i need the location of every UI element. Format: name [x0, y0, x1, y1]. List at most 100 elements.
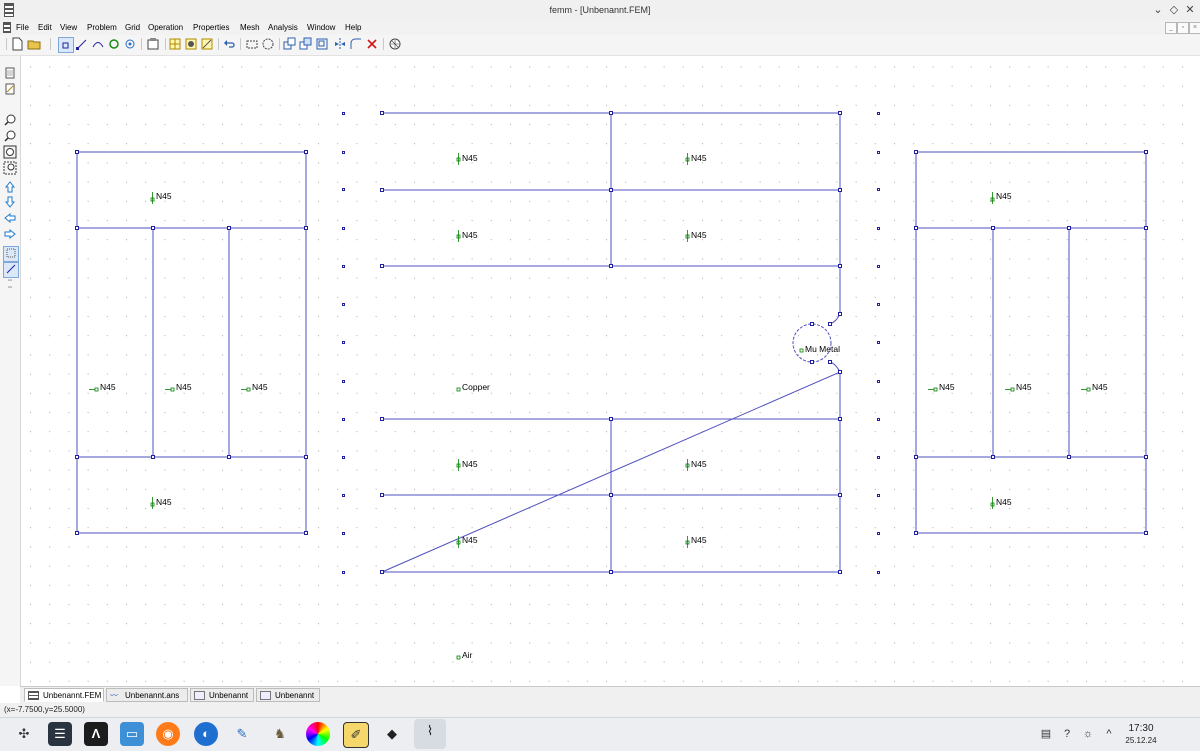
files-icon[interactable]: ▭ [120, 722, 144, 746]
zoom-out-icon[interactable] [3, 129, 17, 143]
zoom-window-icon[interactable] [3, 161, 17, 175]
text-editor-icon[interactable]: ✎ [236, 726, 248, 741]
node-mode-icon[interactable] [58, 37, 74, 53]
select-segment-icon[interactable] [3, 262, 19, 278]
tab-unbenannt-graph-1[interactable]: Unbenannt [190, 688, 254, 702]
pan-left-icon[interactable] [3, 211, 17, 225]
maximize-button[interactable]: ◇ [1169, 4, 1179, 16]
mdi-close-button[interactable]: × [1189, 22, 1200, 34]
doc-icon [3, 22, 11, 33]
delete-icon[interactable] [365, 37, 379, 51]
create-radius-icon[interactable] [349, 37, 363, 51]
block-label: N45 [996, 191, 1012, 201]
right-assembly [915, 151, 1147, 534]
show-grid-icon[interactable] [168, 37, 182, 51]
block-label: N45 [156, 191, 172, 201]
arc-mode-icon[interactable] [91, 37, 105, 51]
inkscape-icon[interactable]: Λ [84, 722, 108, 746]
menu-view[interactable]: View [60, 23, 78, 32]
block-label: N45 [462, 230, 478, 240]
zoom-in-icon[interactable] [3, 113, 17, 127]
pan-right-icon[interactable] [3, 227, 17, 241]
menu-help[interactable]: Help [345, 23, 362, 32]
view-toolbar [0, 56, 21, 686]
menu-edit[interactable]: Edit [38, 23, 52, 32]
taskbar [0, 717, 1200, 751]
femm-icon[interactable]: ⌇ [414, 719, 446, 749]
menu-operation[interactable]: Operation [148, 23, 184, 32]
block-label: N45 [176, 382, 192, 392]
pan-up-icon[interactable] [3, 180, 17, 194]
minimize-button[interactable]: ⌄ [1153, 4, 1163, 16]
graph-doc-icon [194, 691, 205, 700]
drawing-canvas[interactable]: N45 N45 N45 N45 N45 N45 N45 N45 N45 Copp… [22, 56, 1196, 686]
menu-file[interactable]: File [16, 23, 29, 32]
grid-dots [22, 56, 1196, 686]
menu-window[interactable]: Window [307, 23, 336, 32]
clipboard-icon[interactable]: ▤ [1040, 728, 1052, 740]
segment-mode-icon[interactable] [75, 37, 89, 51]
pan-down-icon[interactable] [3, 195, 17, 209]
brightness-icon[interactable]: ☼ [1082, 728, 1094, 740]
tab-unbenannt-fem[interactable]: Unbenannt.FEM [24, 688, 104, 702]
block-label: N45 [462, 153, 478, 163]
clock-date[interactable]: 25.12.24 [1125, 736, 1157, 745]
block-label: N45 [996, 497, 1012, 507]
window-title: femm - [Unbenannt.FEM] [549, 5, 651, 15]
new-file-icon[interactable] [10, 37, 24, 51]
menu-problem[interactable]: Problem [87, 23, 117, 32]
zoom-natural-icon[interactable] [3, 145, 17, 159]
hide-mesh-icon[interactable] [3, 82, 17, 96]
select-window-icon[interactable] [245, 37, 259, 51]
block-label: Copper [462, 382, 490, 392]
group-mode-icon[interactable] [123, 37, 137, 51]
expand-tray-icon[interactable]: ^ [1106, 728, 1112, 740]
undo-icon[interactable] [222, 37, 236, 51]
tab-unbenannt-graph-2[interactable]: Unbenannt [256, 688, 320, 702]
set-grid-icon[interactable] [200, 37, 214, 51]
task-manager-icon[interactable]: ☰ [48, 722, 72, 746]
block-label: N45 [100, 382, 116, 392]
mirror-icon[interactable] [333, 37, 347, 51]
femm-doc-icon [28, 691, 39, 700]
app-launcher-icon[interactable]: ✣ [18, 726, 30, 741]
tab-label: Unbenannt.FEM [43, 691, 102, 700]
title-bar [0, 0, 1200, 20]
copy-icon[interactable] [299, 37, 313, 51]
snap-grid-icon[interactable] [184, 37, 198, 51]
clock-time[interactable]: 17:30 [1128, 723, 1154, 734]
menu-analysis[interactable]: Analysis [268, 23, 298, 32]
gimp-icon[interactable]: ♞ [274, 726, 286, 741]
document-properties-icon[interactable] [146, 37, 160, 51]
block-label: Mu Metal [805, 344, 840, 354]
select-block-icon[interactable] [3, 246, 19, 262]
color-picker-icon[interactable] [306, 722, 330, 746]
open-file-icon[interactable] [27, 37, 41, 51]
mesh-icon[interactable] [388, 37, 402, 51]
block-label: N45 [691, 153, 707, 163]
move-icon[interactable] [283, 37, 297, 51]
block-label-markers [89, 153, 1091, 660]
inkscape-drop-icon[interactable]: ◆ [387, 726, 397, 741]
main-toolbar [0, 35, 1200, 56]
help-icon[interactable]: ? [1063, 728, 1071, 740]
scale-icon[interactable] [315, 37, 329, 51]
kate-icon[interactable]: ✐ [343, 722, 369, 748]
mdi-restore-button[interactable]: ▫ [1177, 22, 1189, 34]
menu-properties[interactable]: Properties [193, 23, 230, 32]
block-label: N45 [462, 459, 478, 469]
thunderbird-icon[interactable]: ◐ [194, 722, 218, 746]
block-label: N45 [691, 230, 707, 240]
select-circle-icon[interactable] [261, 37, 275, 51]
mdi-minimize-button[interactable]: _ [1165, 22, 1177, 34]
close-button[interactable]: ✕ [1185, 4, 1195, 16]
tab-unbenannt-ans[interactable]: 〰 Unbenannt.ans [106, 688, 188, 702]
block-label-mode-icon[interactable] [107, 37, 121, 51]
solution-doc-icon: 〰 [110, 691, 118, 700]
menu-mesh[interactable]: Mesh [240, 23, 260, 32]
block-label: N45 [156, 497, 172, 507]
menu-grid[interactable]: Grid [125, 23, 141, 32]
kbd-icon[interactable]: ▫▫▫▫ [7, 278, 13, 291]
firefox-icon[interactable]: ◉ [156, 722, 180, 746]
show-mesh-icon[interactable] [3, 66, 17, 80]
